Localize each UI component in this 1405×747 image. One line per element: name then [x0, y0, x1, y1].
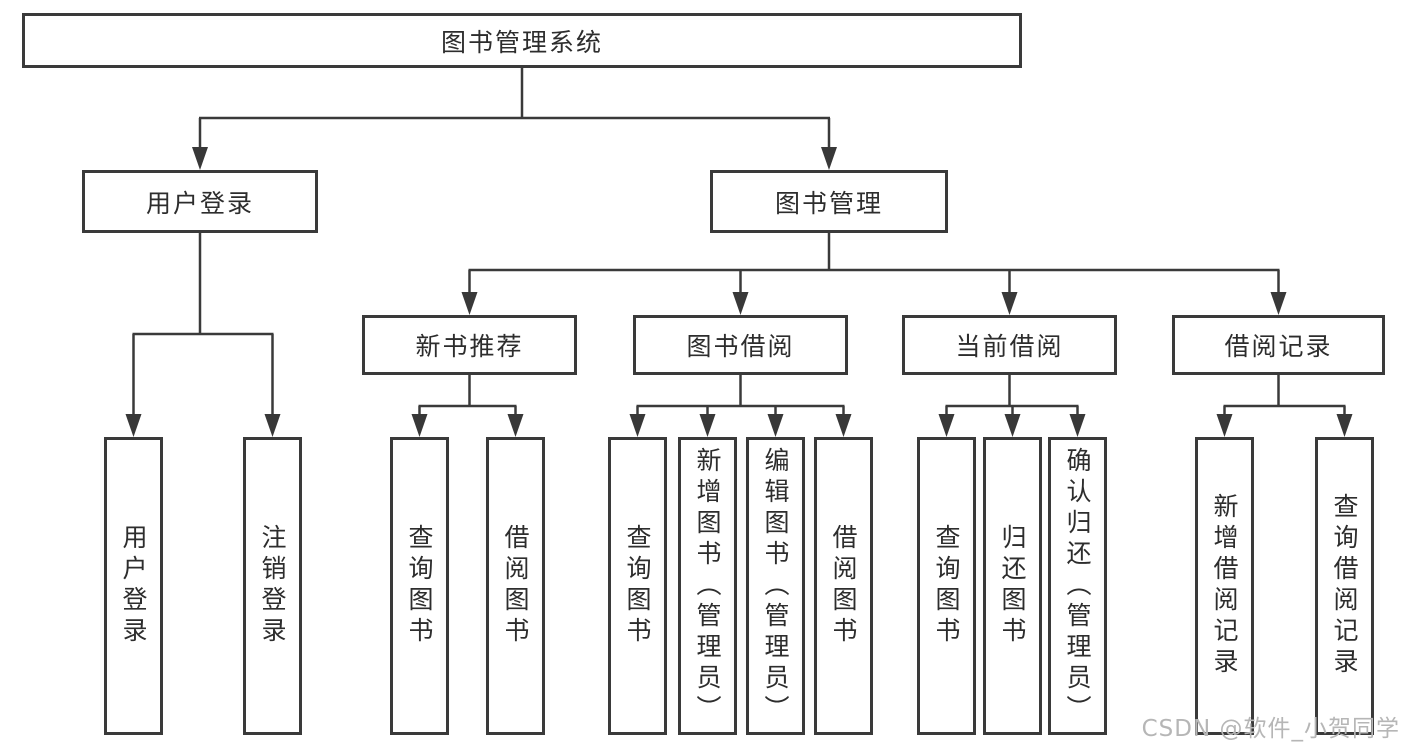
node-leaf-borrow-borrow-books: 借阅图书	[814, 437, 873, 735]
node-label: 图书借阅	[686, 332, 795, 361]
node-label: 确认归还（管理员）	[1063, 446, 1092, 726]
node-label: 用户登录	[145, 188, 254, 218]
node-label: 查询图书	[623, 524, 652, 648]
node-label: 借阅记录	[1224, 332, 1333, 361]
node-leaf-borrow-add-books-admin: 新增图书（管理员）	[678, 437, 737, 735]
node-leaf-current-confirm-return-admin: 确认归还（管理员）	[1048, 437, 1107, 735]
node-leaf-logout: 注销登录	[243, 437, 302, 735]
node-label: 查询图书	[932, 524, 961, 648]
node-leaf-records-add-record: 新增借阅记录	[1195, 437, 1254, 735]
node-label: 编辑图书（管理员）	[761, 446, 790, 726]
node-root-system: 图书管理系统	[22, 13, 1022, 68]
node-leaf-borrow-query-books: 查询图书	[608, 437, 667, 735]
node-book-borrow: 图书借阅	[633, 315, 848, 375]
node-label: 图书管理系统	[440, 27, 603, 57]
node-label: 注销登录	[258, 524, 287, 648]
node-label: 新书推荐	[415, 332, 524, 361]
node-label: 归还图书	[998, 524, 1027, 648]
csdn-watermark: CSDN @软件_小贺同学	[1141, 716, 1400, 742]
node-label: 查询借阅记录	[1330, 493, 1359, 679]
node-leaf-records-query-record: 查询借阅记录	[1315, 437, 1374, 735]
node-label: 借阅图书	[501, 524, 530, 648]
node-label: 用户登录	[119, 524, 148, 648]
node-new-book-recommend: 新书推荐	[362, 315, 577, 375]
node-label: 新增图书（管理员）	[693, 446, 722, 726]
node-leaf-recommend-borrow-books: 借阅图书	[486, 437, 545, 735]
node-leaf-user-login: 用户登录	[104, 437, 163, 735]
node-label: 借阅图书	[829, 524, 858, 648]
node-leaf-current-return-books: 归还图书	[983, 437, 1042, 735]
node-leaf-recommend-query-books: 查询图书	[390, 437, 449, 735]
node-leaf-borrow-edit-books-admin: 编辑图书（管理员）	[746, 437, 805, 735]
node-label: 图书管理	[774, 188, 883, 218]
node-leaf-current-query-books: 查询图书	[917, 437, 976, 735]
node-label: 新增借阅记录	[1210, 493, 1239, 679]
node-user-login: 用户登录	[82, 170, 318, 233]
node-borrow-records: 借阅记录	[1172, 315, 1385, 375]
node-book-management: 图书管理	[710, 170, 948, 233]
node-label: 查询图书	[405, 524, 434, 648]
node-current-borrow: 当前借阅	[902, 315, 1117, 375]
node-label: 当前借阅	[955, 332, 1064, 361]
